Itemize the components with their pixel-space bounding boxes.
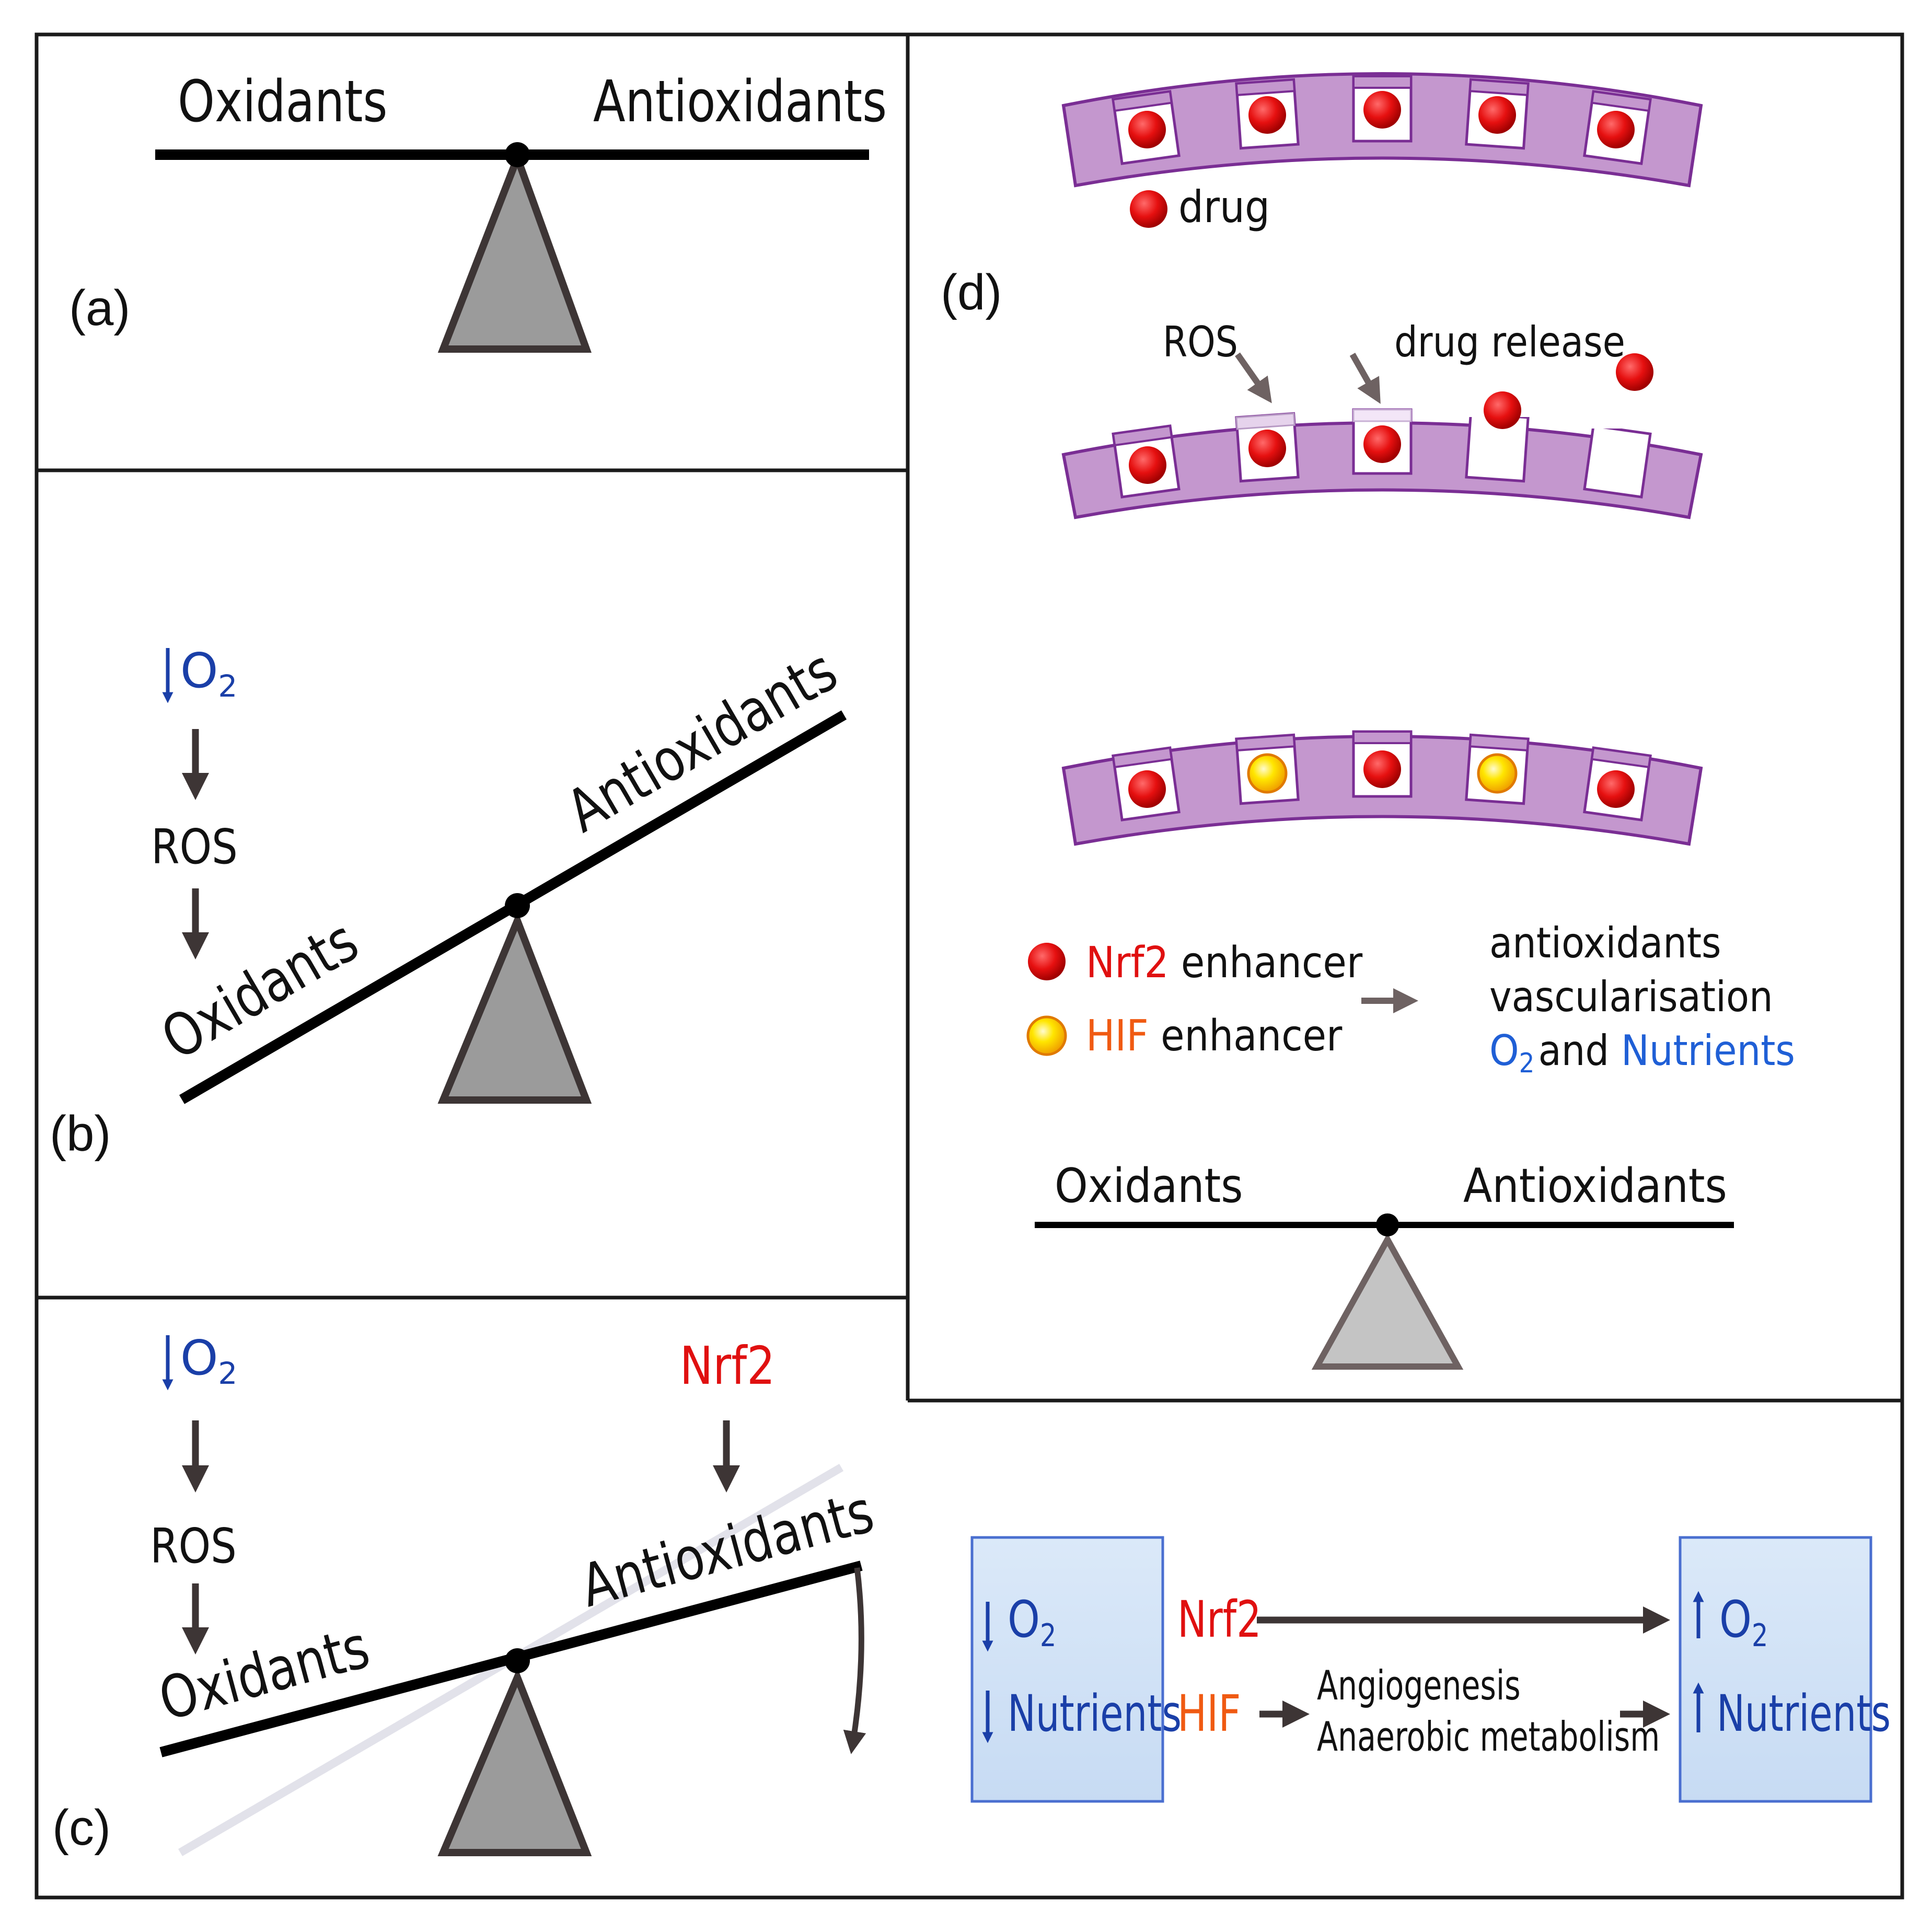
effect-antioxidants: antioxidants [1489, 918, 1721, 967]
arrow-icon [1235, 352, 1272, 403]
panel-c: (c) O2 ROS Nrf2 Oxidants Antioxidants [52, 1330, 881, 1856]
fulcrum [1311, 1233, 1464, 1370]
drug-particle [1597, 111, 1635, 148]
pivot [505, 893, 530, 918]
drug-particle [1478, 96, 1516, 134]
ros-label: ROS [1163, 318, 1238, 367]
panel-c-label: (c) [52, 1800, 111, 1856]
drug-carrier-loaded [1061, 72, 1703, 188]
low-nutrients-label: Nutrients [1008, 1685, 1182, 1743]
drug-particle [1248, 96, 1286, 134]
antioxidants-label: Antioxidants [593, 68, 887, 135]
panel-d: (d) [941, 72, 1795, 1370]
figure-frame [34, 32, 1904, 1900]
drug-particle [1363, 91, 1401, 129]
ros-label: ROS [151, 819, 237, 875]
curved-arrow-icon [843, 1567, 866, 1754]
drug-release-label: drug release [1394, 318, 1625, 366]
oxidants-label: Oxidants [1055, 1159, 1243, 1213]
panel-e: O2 Nutrients Nrf2 HIF Angiogenesis Anaer… [970, 1536, 1891, 1803]
fulcrum [437, 147, 592, 353]
nrf2-enhancer-legend: Nrf2 enhancer [1086, 938, 1363, 988]
drug-particle [1363, 425, 1401, 463]
nrf2-label: Nrf2 [680, 1335, 776, 1396]
anaerobic-metabolism-label: Anaerobic metabolism [1317, 1714, 1660, 1761]
pivot [1376, 1213, 1399, 1236]
nrf2-enhancer-particle [1363, 750, 1401, 788]
nrf2-enhancer-legend-icon [1028, 943, 1066, 980]
o2-label: O2 [180, 1330, 237, 1391]
hif-enhancer-particle [1247, 753, 1288, 794]
hif-enhancer-legend-icon [1026, 1015, 1067, 1056]
drug-particle [1248, 430, 1286, 467]
drug-particle [1128, 111, 1166, 148]
drug-carrier-releasing [1061, 353, 1703, 519]
panel-b: (b) O2 ROS Oxidants Antioxidants [50, 637, 848, 1162]
panel-a-label: (a) [69, 280, 130, 336]
ros-label: ROS [150, 1519, 236, 1575]
pivot [505, 1648, 530, 1673]
drug-particle [1129, 446, 1166, 484]
oxidants-label: Oxidants [178, 68, 387, 135]
released-drug-particle [1616, 353, 1653, 391]
drug-legend-icon [1130, 190, 1167, 228]
pivot [505, 142, 530, 167]
effect-o2-nutrients: O2and Nutrients [1489, 1026, 1795, 1079]
o2-label: O2 [180, 643, 237, 704]
hif-enhancer-legend: HIF enhancer [1086, 1011, 1343, 1061]
oxidants-label: Oxidants [152, 1613, 376, 1734]
fulcrum [437, 911, 592, 1104]
drug-carrier-dual [1061, 730, 1703, 846]
nrf2-enhancer-particle [1128, 770, 1166, 808]
hif-enhancer-particle [1477, 753, 1518, 794]
nrf2-enhancer-particle [1597, 770, 1635, 808]
released-drug-particle [1484, 391, 1521, 429]
antioxidants-label: Antioxidants [1463, 1159, 1727, 1213]
drug-legend-label: drug [1178, 181, 1270, 233]
fulcrum [437, 1668, 592, 1856]
panel-b-label: (b) [50, 1106, 111, 1162]
panel-a: (a) Oxidants Antioxidants [69, 68, 887, 353]
arrow-icon [1349, 353, 1381, 404]
high-o2-nutrients-box [1679, 1536, 1872, 1803]
nrf2-label: Nrf2 [1177, 1591, 1262, 1649]
angiogenesis-label: Angiogenesis [1317, 1662, 1521, 1710]
hif-label: HIF [1177, 1685, 1241, 1743]
effect-vascularisation: vascularisation [1489, 972, 1773, 1021]
low-o2-label: O2 [1008, 1590, 1056, 1653]
low-o2-nutrients-box [970, 1536, 1164, 1803]
high-nutrients-label: Nutrients [1717, 1685, 1891, 1743]
panel-d-label: (d) [941, 264, 1002, 320]
high-o2-label: O2 [1719, 1590, 1768, 1653]
